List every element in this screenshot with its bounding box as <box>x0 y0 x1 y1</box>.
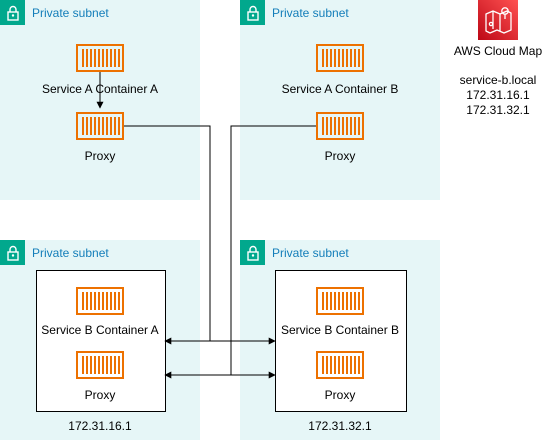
proxy-label: Proxy <box>84 149 116 163</box>
lock-icon <box>0 0 25 25</box>
subnet-label: Private subnet <box>32 6 109 20</box>
service-b-container-a-group <box>36 270 166 412</box>
proxy-label: Proxy <box>324 149 356 163</box>
subnet-label: Private subnet <box>32 246 109 260</box>
container-icon <box>76 287 124 315</box>
service-a-container-b-label: Service A Container B <box>281 82 399 96</box>
subnet-label: Private subnet <box>272 6 349 20</box>
proxy-icon <box>76 351 124 379</box>
proxy-label: Proxy <box>324 388 356 402</box>
lock-icon <box>0 240 25 265</box>
cloud-map-ip: 172.31.16.1 <box>466 88 530 102</box>
subnet-top-left: Private subnet <box>0 0 200 200</box>
cloud-map-ip: 172.31.32.1 <box>466 103 530 117</box>
container-icon <box>316 287 364 315</box>
service-a-container-a-label: Service A Container A <box>41 82 159 96</box>
service-b-container-b-group <box>275 270 407 412</box>
ip-address-label: 172.31.32.1 <box>308 419 372 433</box>
proxy-icon <box>76 112 124 140</box>
service-b-container-b-label: Service B Container B <box>280 323 400 337</box>
lock-icon <box>240 240 265 265</box>
subnet-top-right: Private subnet <box>240 0 440 200</box>
cloud-map-icon <box>478 0 518 40</box>
container-icon <box>76 44 124 72</box>
wire-proxy-a-a-route <box>124 125 211 341</box>
cloud-map-service-name: service-b.local <box>459 73 537 87</box>
proxy-icon <box>316 112 364 140</box>
cloud-map-title: AWS Cloud Map <box>453 44 543 58</box>
subnet-label: Private subnet <box>272 246 349 260</box>
proxy-icon <box>316 351 364 379</box>
container-icon <box>316 44 364 72</box>
wire-proxy-a-b-route <box>230 125 316 375</box>
ip-address-label: 172.31.16.1 <box>68 419 132 433</box>
lock-icon <box>240 0 265 25</box>
proxy-label: Proxy <box>84 388 116 402</box>
service-b-container-a-label: Service B Container A <box>41 323 159 337</box>
